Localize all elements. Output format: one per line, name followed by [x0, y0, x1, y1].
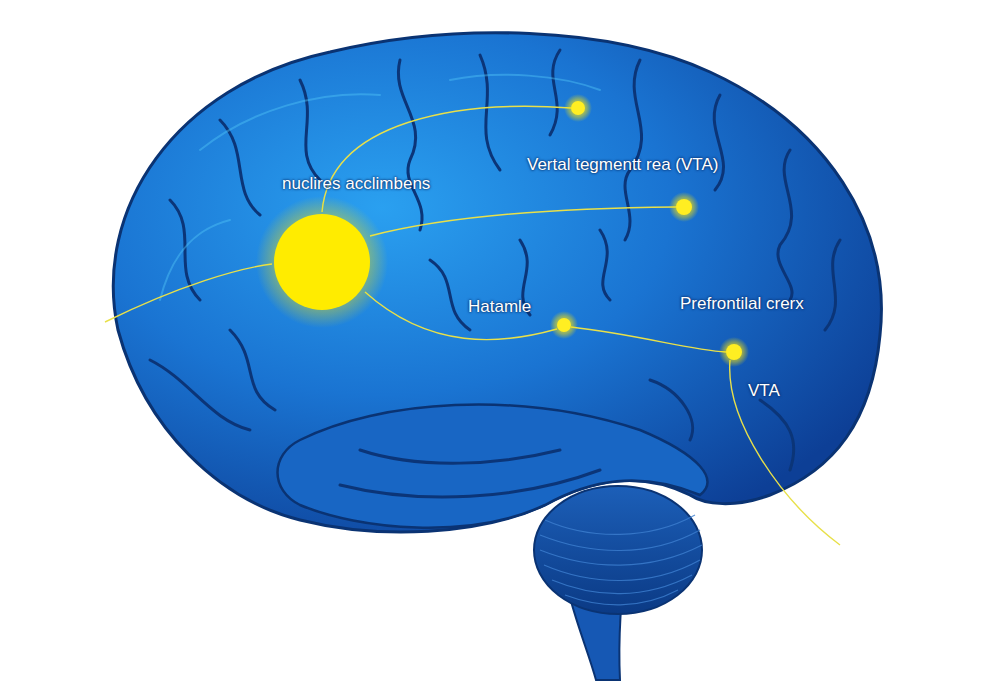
region-label: nuclires acclimbens — [282, 174, 430, 194]
region-label: Hatamle — [468, 297, 531, 317]
pathway-lines — [105, 106, 840, 545]
temporal-lobe — [278, 405, 708, 528]
cerebellum-folia — [540, 515, 702, 605]
cerebrum — [113, 33, 881, 532]
region-label: Vertal tegmentt rea (VTA) — [527, 155, 718, 175]
region-dots — [256, 94, 749, 367]
region-label: VTA — [748, 381, 780, 401]
brain-sulci — [150, 50, 840, 497]
cerebellum — [534, 486, 702, 614]
region-label: Prefrontilal crerx — [680, 294, 804, 314]
